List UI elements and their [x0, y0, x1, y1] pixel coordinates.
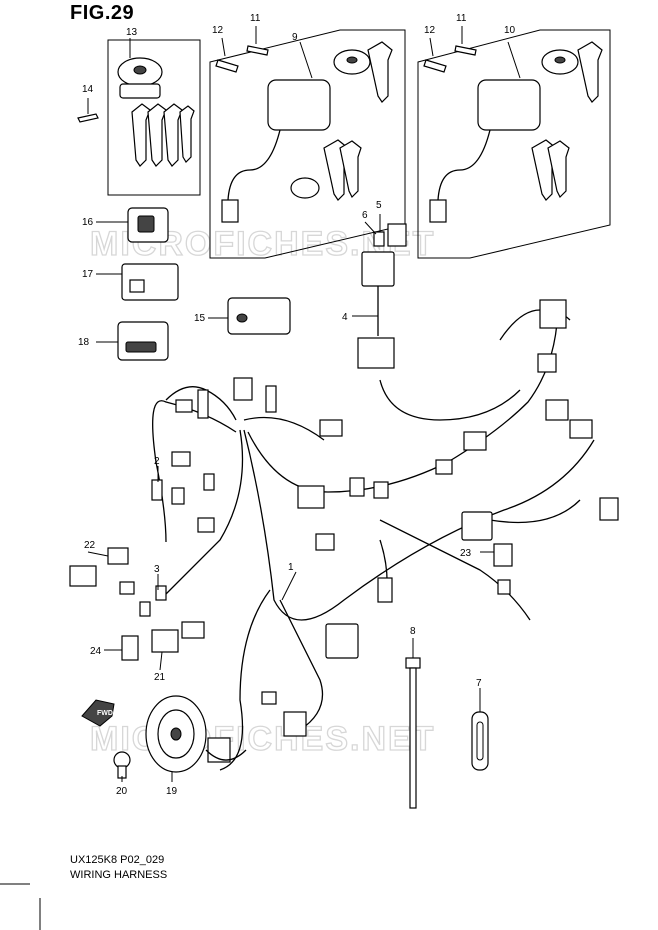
- switch-box-outline-10: [417, 29, 611, 259]
- switch-lead-10: [437, 129, 491, 201]
- bolt-12a: [215, 59, 239, 73]
- relay-connectors: [357, 337, 395, 369]
- callout-13: 13: [126, 27, 138, 38]
- switch-plug-9: [221, 199, 239, 223]
- switch-plug-10: [429, 199, 447, 223]
- callout-3: 3: [154, 564, 160, 575]
- figure-title: FIG.29: [70, 2, 135, 24]
- callout-18: 18: [78, 337, 90, 348]
- callout-2: 2: [154, 456, 160, 467]
- switch-cap-9: [290, 177, 320, 199]
- fuse-6: [373, 231, 385, 247]
- callout-11a: 11: [250, 13, 261, 24]
- callout-11b: 11: [456, 13, 467, 24]
- relay-assembly: [352, 214, 407, 369]
- callout-24: 24: [90, 646, 102, 657]
- switch-body-10: [477, 79, 541, 131]
- callout-22: 22: [84, 540, 96, 551]
- key-9a: [367, 41, 393, 103]
- fwd-label: FWD: [97, 710, 113, 717]
- fuse-box: [361, 251, 395, 287]
- ignition-switch-box-10: [417, 26, 611, 259]
- callout-8: 8: [410, 626, 416, 637]
- callout-19: 19: [166, 786, 178, 797]
- callout-12b: 12: [424, 25, 436, 36]
- key-set-box: [107, 39, 201, 196]
- key-cylinder-base: [119, 83, 161, 99]
- callout-10: 10: [504, 25, 516, 36]
- callout-1: 1: [288, 562, 294, 573]
- callout-9: 9: [292, 32, 298, 43]
- key-set-group: [77, 38, 201, 196]
- callouts: 13 14 12 11 9 12 11 10 16 17 15 18 6 5 4…: [78, 13, 516, 797]
- horn-19: [145, 695, 247, 773]
- switch-15: [208, 297, 291, 335]
- switch-18: [96, 321, 169, 361]
- callout-7: 7: [476, 678, 482, 689]
- key-10a: [577, 41, 603, 103]
- callout-6: 6: [362, 210, 368, 221]
- callout-15: 15: [194, 313, 206, 324]
- cable-tie-8: [405, 638, 421, 809]
- fuse-5: [387, 223, 407, 247]
- diagram-caption: WIRING HARNESS: [70, 869, 168, 881]
- ignition-switch-box-9: [209, 26, 406, 259]
- watermark-bottom: MICROFICHES.NET: [90, 720, 435, 758]
- main-wiring-harness: [152, 301, 595, 771]
- bolt-12b: [423, 59, 447, 73]
- callout-14: 14: [82, 84, 94, 95]
- callout-5: 5: [376, 200, 382, 211]
- key-slot: [133, 65, 147, 75]
- switch-16: [96, 207, 169, 243]
- switch-17: [96, 263, 179, 301]
- callout-16: 16: [82, 217, 94, 228]
- screw-11a: [246, 45, 269, 56]
- callout-4: 4: [342, 312, 348, 323]
- bolt-20: [113, 751, 131, 779]
- connectors: [69, 299, 619, 763]
- model-code: UX125K8 P02_029: [70, 854, 165, 866]
- callout-17: 17: [82, 269, 94, 280]
- screw-14: [77, 113, 99, 123]
- switch-body-9: [267, 79, 331, 131]
- callout-12a: 12: [212, 25, 224, 36]
- leader-lines: [87, 466, 494, 782]
- key-blanks: [131, 103, 195, 167]
- screw-11b: [454, 45, 477, 56]
- switch-lead-9: [227, 129, 281, 201]
- clamp-7: [471, 688, 489, 771]
- callout-20: 20: [116, 786, 128, 797]
- fwd-arrow: FWD: [81, 699, 115, 727]
- callout-21: 21: [154, 672, 166, 683]
- callout-23: 23: [460, 548, 472, 559]
